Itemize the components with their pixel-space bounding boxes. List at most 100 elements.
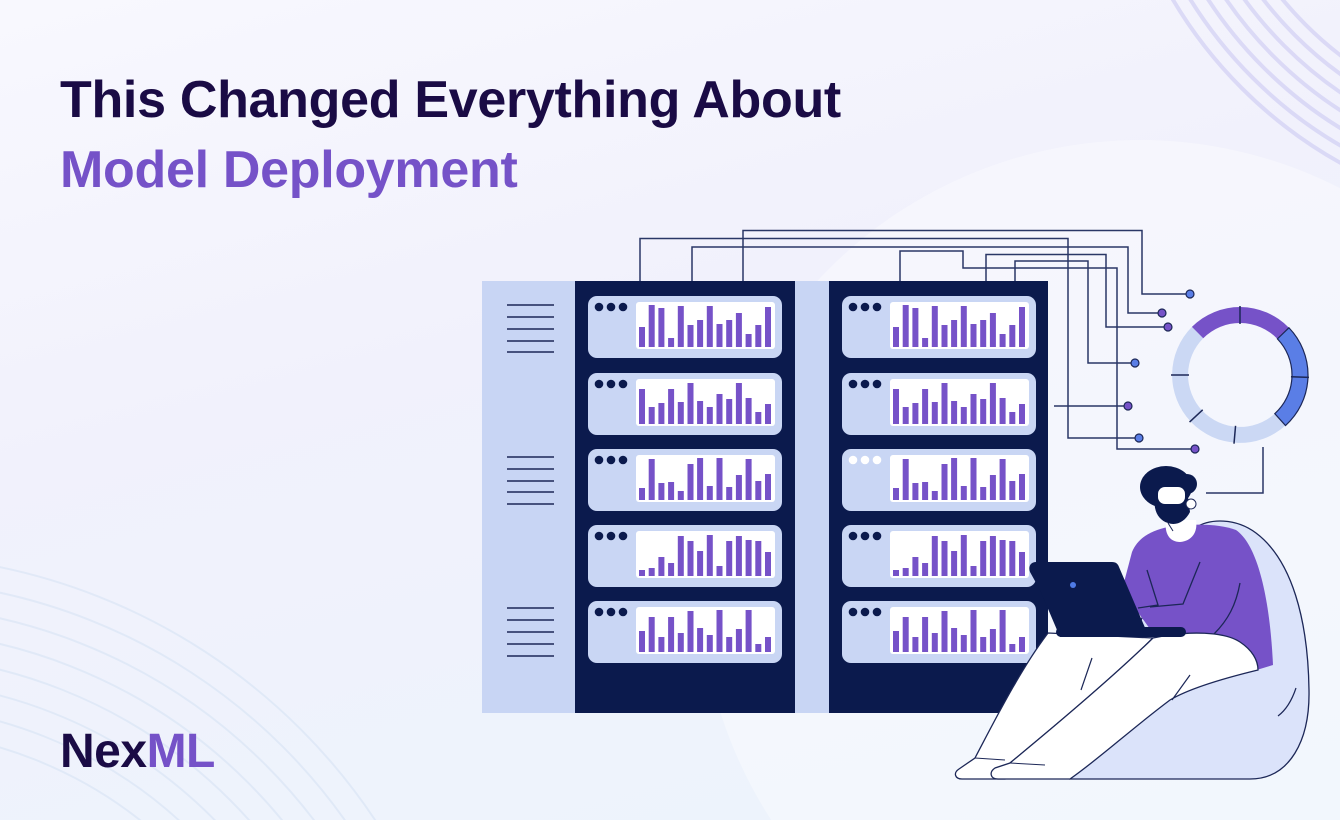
- mini-chart-bar: [668, 338, 675, 347]
- mini-chart-bar: [931, 491, 938, 500]
- mini-chart-bar: [922, 389, 929, 424]
- mini-chart-bar: [893, 631, 899, 652]
- mini-chart-bar: [755, 325, 762, 347]
- mini-chart-bar: [668, 389, 675, 424]
- mini-chart-bar: [951, 401, 958, 424]
- logo-part-nex: Nex: [60, 725, 147, 778]
- mini-chart-bar: [716, 394, 723, 424]
- wire: [985, 253, 1164, 328]
- left-rack-cards: [588, 296, 782, 663]
- mini-chart-bar: [1019, 474, 1025, 500]
- mini-chart-bar: [648, 568, 655, 576]
- mini-chart-bar: [902, 617, 909, 652]
- mini-chart-bar: [658, 308, 665, 347]
- mini-chart-bar: [648, 617, 655, 652]
- mini-chart-bar: [677, 306, 684, 347]
- mini-chart-bar: [639, 631, 645, 652]
- person-on-beanbag: [954, 466, 1310, 780]
- mini-chart-panel: [636, 302, 775, 349]
- mini-chart-bar: [980, 487, 987, 500]
- face: [1158, 487, 1185, 504]
- mini-chart-panel: [890, 531, 1029, 578]
- mini-chart-bar: [960, 306, 967, 347]
- mini-chart-bar: [941, 325, 948, 347]
- mini-chart-bar: [980, 637, 987, 652]
- mini-chart-bar: [755, 481, 762, 500]
- status-light-icon: [594, 302, 604, 312]
- mini-chart-bar: [726, 320, 733, 347]
- mini-chart-bar: [706, 486, 713, 500]
- laptop-screen: [1029, 562, 1146, 637]
- mini-chart-bar: [639, 570, 645, 576]
- mini-chart-bar: [912, 637, 919, 652]
- mini-chart-bar: [755, 412, 762, 424]
- mini-chart-bar: [912, 308, 919, 347]
- mini-chart-bar: [639, 327, 645, 347]
- server-card: [842, 296, 1036, 358]
- mini-chart-bar: [765, 307, 771, 347]
- mini-chart-bar: [1019, 552, 1025, 576]
- mini-chart-bar: [745, 610, 752, 652]
- mini-chart-bar: [697, 401, 704, 424]
- mini-chart-bar: [648, 305, 655, 347]
- mini-chart-bar: [745, 540, 752, 576]
- status-light-icon: [606, 302, 616, 312]
- mini-chart-bar: [639, 488, 645, 500]
- mini-chart-bar: [902, 305, 909, 347]
- status-light-icon: [618, 607, 628, 617]
- mini-chart-bar: [941, 383, 948, 424]
- mini-chart-bar: [658, 557, 665, 576]
- mini-chart-bar: [999, 398, 1006, 424]
- mini-chart-bar: [970, 566, 977, 576]
- status-light-icon: [860, 455, 870, 465]
- mini-chart-bar: [697, 551, 704, 576]
- mini-chart-bar: [951, 551, 958, 576]
- server-card: [588, 601, 782, 663]
- mini-chart-bar: [960, 635, 967, 652]
- mini-chart-bar: [922, 338, 929, 347]
- pants-creases: [1080, 657, 1191, 701]
- laptop-logo-dot: [1070, 582, 1076, 588]
- mini-chart-bar: [970, 458, 977, 500]
- ear: [1185, 498, 1197, 510]
- mini-chart-bar: [960, 486, 967, 500]
- mini-chart-bar: [960, 535, 967, 576]
- server-card: [842, 525, 1036, 587]
- connector-dot-icon: [1130, 358, 1140, 368]
- status-light-icon: [860, 302, 870, 312]
- mini-chart-bar: [697, 628, 704, 652]
- mini-chart-bar: [931, 633, 938, 652]
- status-light-icon: [872, 607, 882, 617]
- mini-chart-bar: [941, 541, 948, 576]
- mini-chart-bar: [989, 475, 996, 500]
- mini-chart-bar: [951, 628, 958, 652]
- mini-chart-bar: [706, 306, 713, 347]
- server-card: [588, 296, 782, 358]
- mini-chart-bar: [668, 617, 675, 652]
- mini-chart-bar: [902, 459, 909, 500]
- mini-chart-bar: [912, 403, 919, 424]
- server-card: [842, 449, 1036, 511]
- status-light-icon: [872, 531, 882, 541]
- headline-line-1: This Changed Everything About: [60, 71, 841, 129]
- mini-chart-bar: [755, 541, 762, 576]
- mini-chart-bar: [706, 407, 713, 424]
- mini-chart-bar: [677, 536, 684, 576]
- status-light-icon: [618, 302, 628, 312]
- mini-chart-bar: [989, 629, 996, 652]
- mini-chart-bar: [735, 536, 742, 576]
- neck: [1165, 520, 1197, 542]
- status-light-icon: [872, 379, 882, 389]
- mini-chart-panel: [890, 455, 1029, 502]
- server-card: [842, 601, 1036, 663]
- mini-chart-bar: [745, 459, 752, 500]
- mini-chart-bar: [639, 389, 645, 424]
- mini-chart-bar: [931, 536, 938, 576]
- mini-chart-bar: [980, 320, 987, 347]
- logo-part-ml: ML: [146, 725, 216, 778]
- mini-chart-bar: [745, 398, 752, 424]
- headline-line-2: Model Deployment: [60, 141, 518, 199]
- arm-line-right: [1213, 582, 1241, 635]
